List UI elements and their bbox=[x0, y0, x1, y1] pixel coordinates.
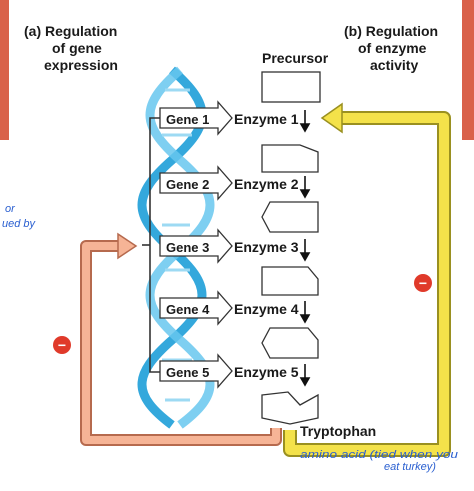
gene-row-1: Gene 1 Enzyme 1 bbox=[159, 100, 299, 136]
handwritten-notes: or ued by amino acid (tied when you eat … bbox=[2, 203, 458, 473]
svg-text:−: − bbox=[58, 337, 66, 353]
right-frame-bar bbox=[462, 0, 474, 140]
panel-b-title-line1: (b) Regulation bbox=[344, 23, 438, 39]
gene-row-4: Gene 4 Enzyme 4 bbox=[159, 290, 299, 326]
enzyme-label: Enzyme 4 bbox=[234, 301, 299, 317]
bottom-note-line2: eat turkey) bbox=[384, 461, 436, 473]
gene-label: Gene 3 bbox=[166, 240, 209, 255]
intermediate-4 bbox=[261, 327, 319, 359]
left-note-line1: or bbox=[5, 203, 16, 215]
intermediate-5 bbox=[261, 391, 319, 425]
gene-expression-feedback-arrow bbox=[80, 232, 282, 446]
intermediate-2 bbox=[261, 201, 319, 233]
gene-label: Gene 5 bbox=[166, 365, 209, 380]
enzyme-label: Enzyme 2 bbox=[234, 176, 299, 192]
gene-label: Gene 4 bbox=[166, 302, 210, 317]
bottom-note-line1: amino acid (tied when you bbox=[300, 449, 458, 461]
gene-label: Gene 2 bbox=[166, 177, 209, 192]
gene-label: Gene 1 bbox=[166, 112, 209, 127]
panel-a-title-line3: expression bbox=[44, 57, 118, 73]
panel-b-title-line2: of enzyme bbox=[358, 40, 427, 56]
intermediate-1 bbox=[261, 144, 319, 173]
enzyme-label: Enzyme 1 bbox=[234, 111, 299, 127]
gene-row-3: Gene 3 Enzyme 3 bbox=[159, 228, 299, 264]
left-frame-bar bbox=[0, 0, 9, 140]
left-note-line2: ued by bbox=[2, 218, 37, 230]
pathway-step-arrows bbox=[299, 110, 311, 387]
svg-text:−: − bbox=[419, 275, 427, 291]
enzyme-label: Enzyme 5 bbox=[234, 364, 299, 380]
enzyme-activity-feedback-arrow bbox=[283, 102, 451, 457]
enzyme-inhibition-badge: − bbox=[414, 274, 432, 292]
enzyme-label: Enzyme 3 bbox=[234, 239, 299, 255]
panel-a-title-line2: of gene bbox=[52, 40, 102, 56]
tryptophan-label: Tryptophan bbox=[300, 423, 376, 439]
gene-row-2: Gene 2 Enzyme 2 bbox=[159, 165, 299, 201]
pathway-intermediates bbox=[261, 71, 321, 425]
panel-a-title-line1: (a) Regulation bbox=[24, 23, 117, 39]
intermediate-3 bbox=[261, 266, 319, 296]
gene-row-5: Gene 5 Enzyme 5 bbox=[159, 353, 299, 389]
precursor-shape bbox=[261, 71, 321, 103]
gene-inhibition-badge: − bbox=[53, 336, 71, 354]
precursor-label: Precursor bbox=[262, 50, 329, 66]
panel-b-title-line3: activity bbox=[370, 57, 418, 73]
